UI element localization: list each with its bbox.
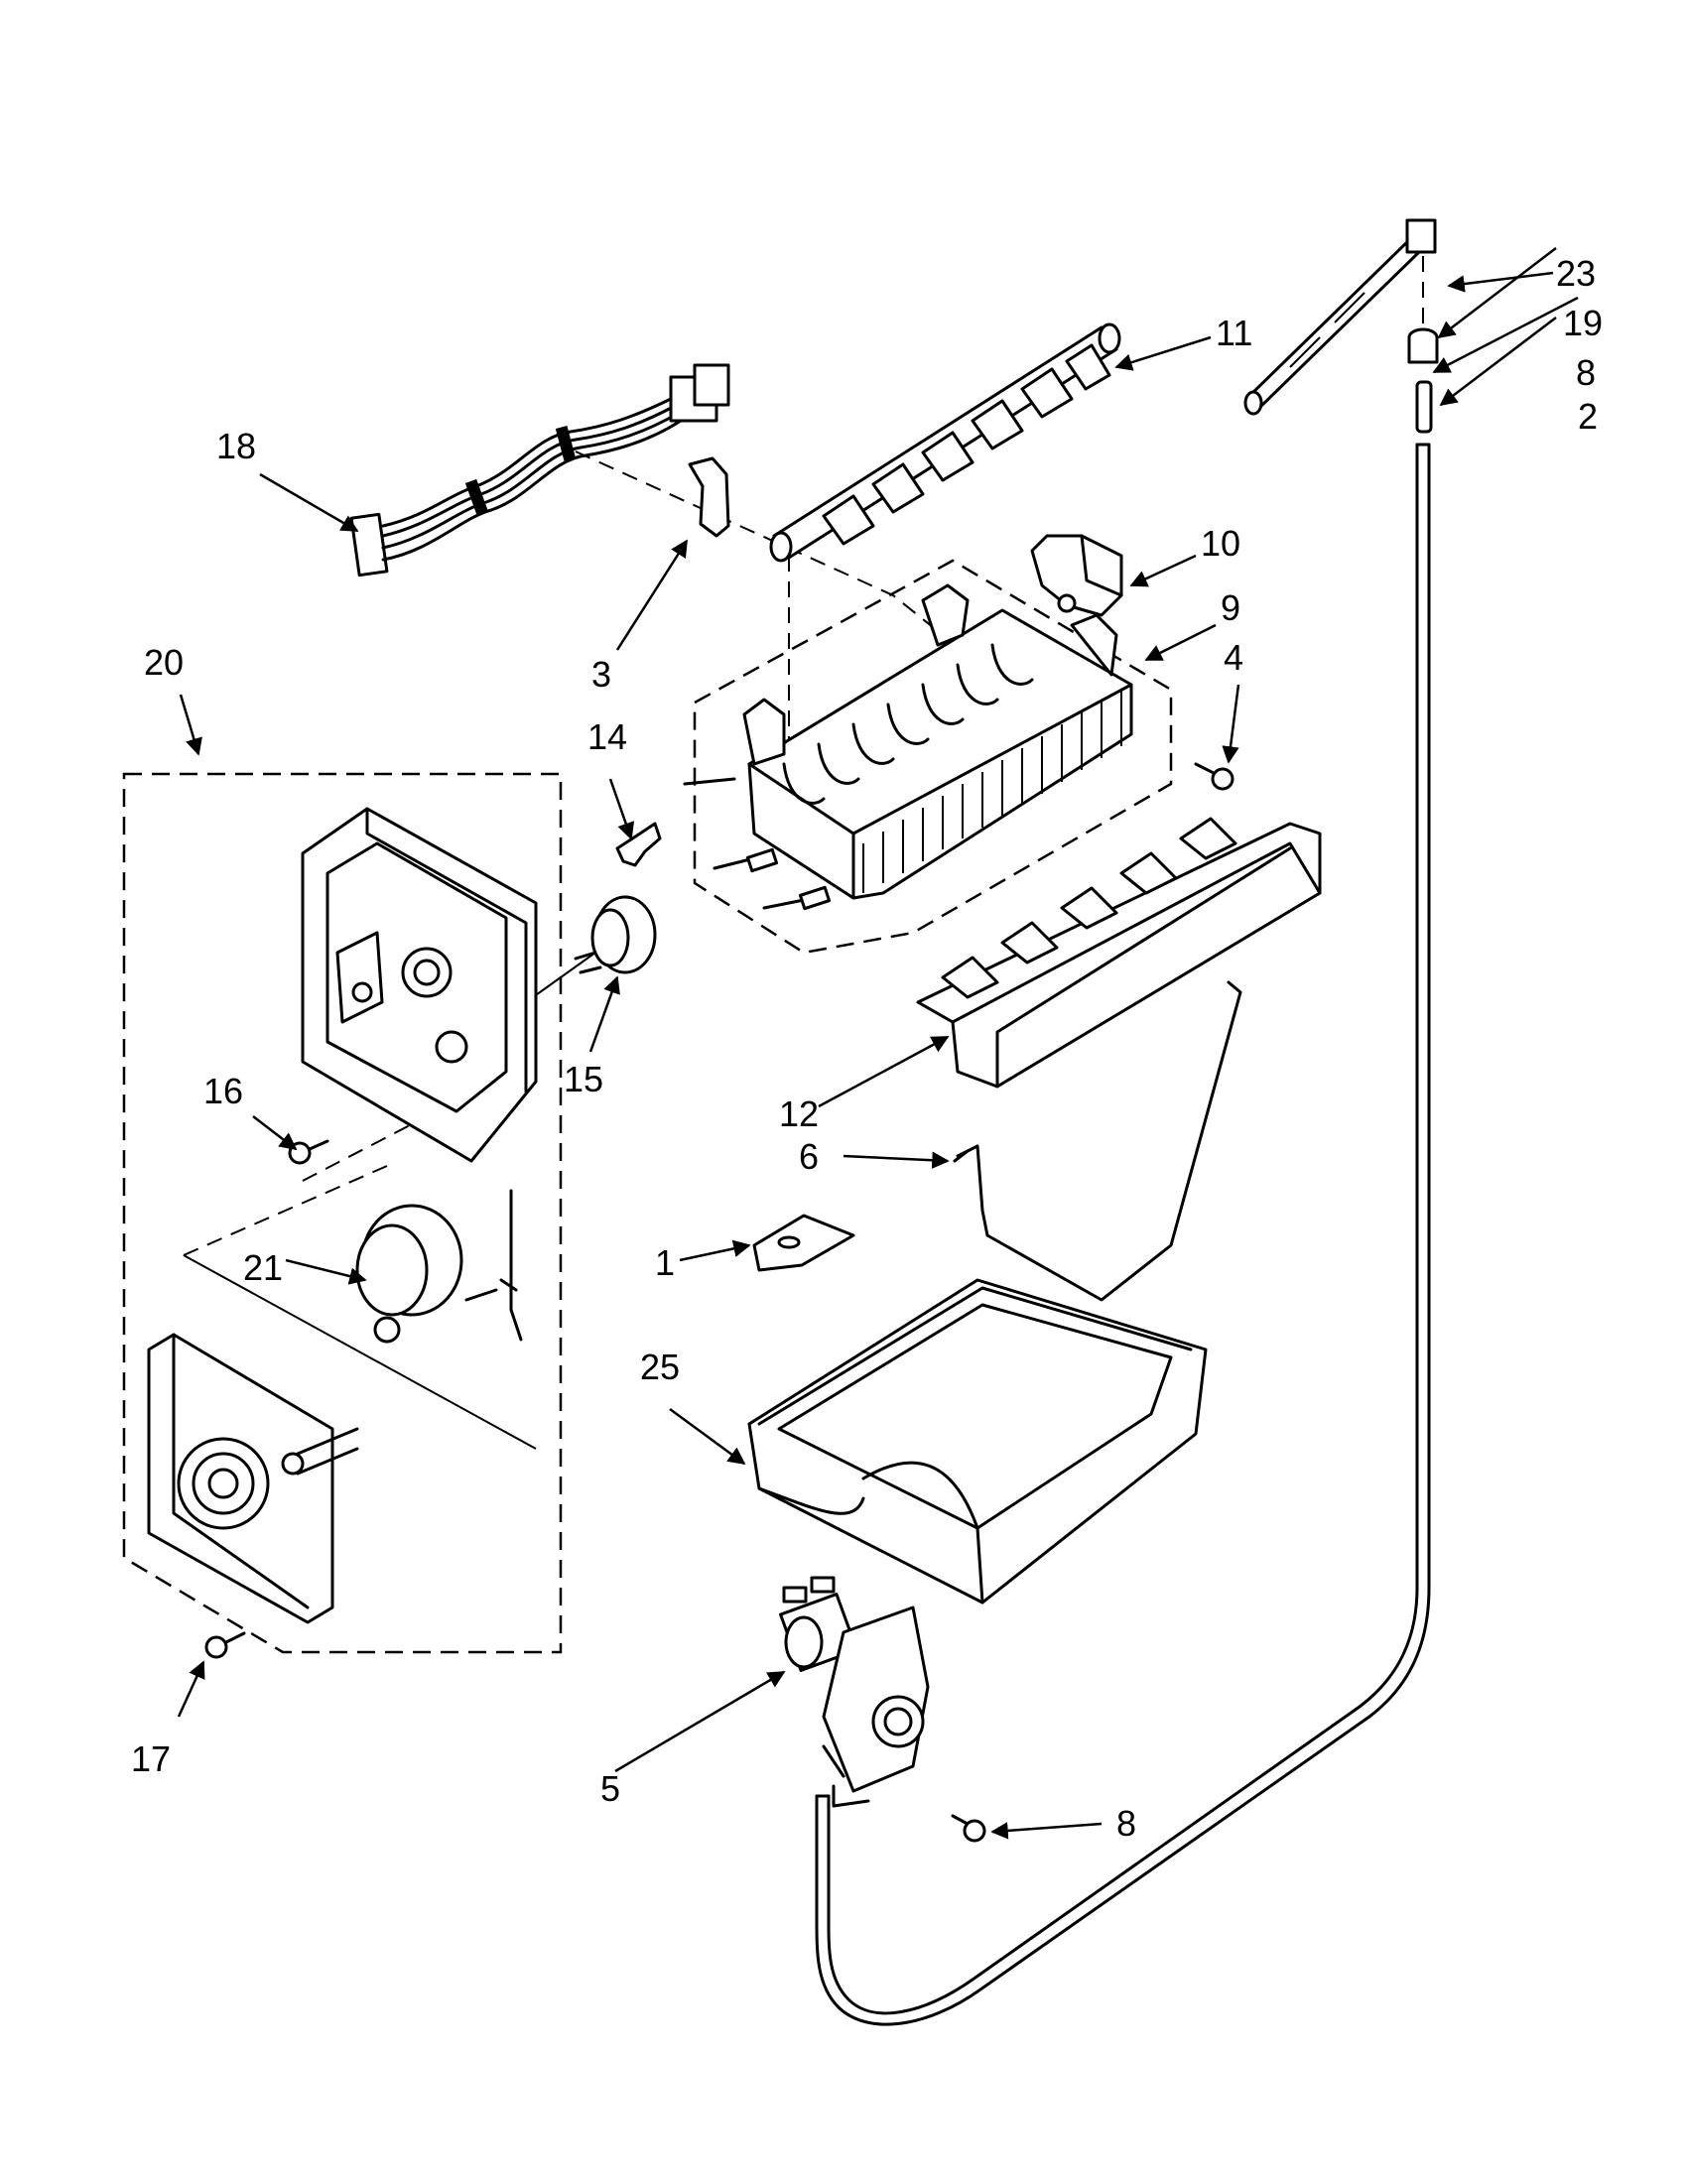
label-part-16: 16 bbox=[203, 1071, 243, 1111]
coupling-part-8-upper[interactable] bbox=[1415, 380, 1433, 434]
label-part-18: 18 bbox=[216, 426, 256, 466]
label-part-12: 12 bbox=[779, 1093, 819, 1134]
label-part-10: 10 bbox=[1201, 523, 1240, 564]
screw-part-16[interactable] bbox=[288, 1139, 329, 1165]
label-part-3: 3 bbox=[591, 654, 611, 695]
control-module-face[interactable] bbox=[147, 1333, 359, 1624]
label-part-21: 21 bbox=[243, 1247, 283, 1288]
fill-tube-part-23[interactable] bbox=[1243, 218, 1437, 416]
water-tube-part-2[interactable] bbox=[815, 443, 1431, 2026]
label-part-11: 11 bbox=[1216, 313, 1252, 353]
label-part-8-upper: 8 bbox=[1576, 352, 1596, 393]
harness-connection-line bbox=[575, 450, 944, 636]
label-part-6: 6 bbox=[799, 1136, 819, 1177]
wire-harness-part-18[interactable] bbox=[349, 363, 730, 578]
thermostat-part-15[interactable] bbox=[574, 895, 657, 974]
motor-part-21[interactable] bbox=[183, 1165, 537, 1450]
label-part-19: 19 bbox=[1563, 303, 1603, 343]
bracket-part-1[interactable] bbox=[752, 1214, 855, 1272]
label-part-25: 25 bbox=[640, 1347, 680, 1387]
leader-lines bbox=[177, 247, 1579, 1840]
label-part-17: 17 bbox=[131, 1738, 171, 1779]
label-part-9: 9 bbox=[1221, 587, 1240, 628]
screw-part-4[interactable] bbox=[1194, 762, 1234, 791]
label-part-8-lower: 8 bbox=[1116, 1803, 1136, 1844]
water-valve-part-5[interactable] bbox=[779, 1576, 930, 1808]
fill-cup-part-10[interactable] bbox=[1030, 534, 1123, 617]
clip-part-3[interactable] bbox=[688, 456, 730, 538]
grommet-part-19[interactable] bbox=[1407, 327, 1439, 364]
screw-part-17[interactable] bbox=[204, 1631, 246, 1659]
label-part-20: 20 bbox=[144, 642, 184, 683]
clip-part-14[interactable] bbox=[615, 822, 662, 867]
label-part-23: 23 bbox=[1556, 253, 1596, 294]
screw-part-8-lower[interactable] bbox=[951, 1814, 986, 1843]
label-part-14: 14 bbox=[587, 716, 627, 757]
mold-assembly-outline-9 bbox=[693, 559, 1173, 955]
ice-bin-part-25[interactable] bbox=[747, 1278, 1208, 1605]
label-part-2: 2 bbox=[1578, 396, 1598, 437]
label-part-5: 5 bbox=[600, 1768, 620, 1809]
label-part-4: 4 bbox=[1224, 637, 1243, 678]
cover-part-12[interactable] bbox=[916, 817, 1322, 1089]
mold-part-9[interactable] bbox=[683, 583, 1133, 911]
control-housing-part-20[interactable] bbox=[301, 807, 538, 1163]
shutoff-arm-part-6[interactable] bbox=[956, 980, 1242, 1302]
label-part-1: 1 bbox=[655, 1242, 675, 1283]
label-part-15: 15 bbox=[564, 1059, 603, 1099]
ejector-part-11[interactable] bbox=[769, 322, 1121, 563]
control-module-outline-20 bbox=[122, 772, 563, 1654]
part-labels: 18 3 11 10 9 4 20 14 15 16 12 6 21 1 25 … bbox=[131, 253, 1603, 1844]
